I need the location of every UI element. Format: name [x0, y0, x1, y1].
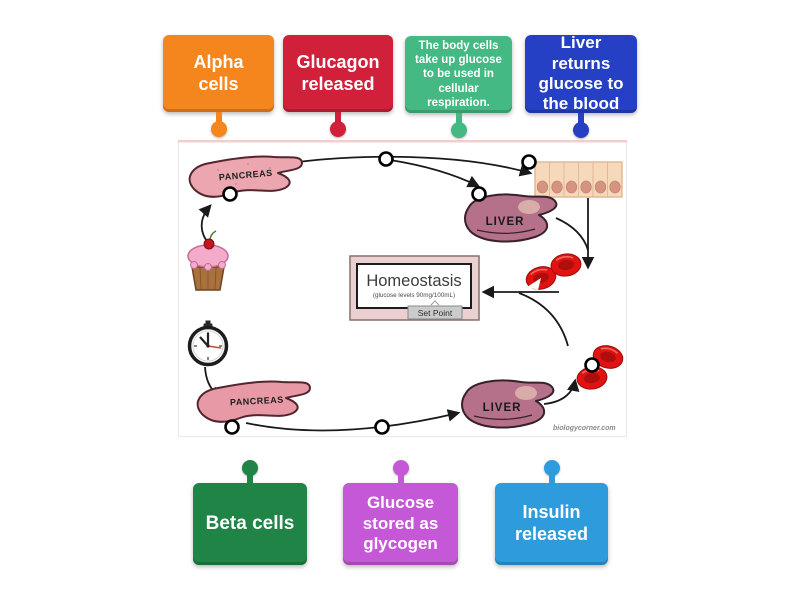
rbc-notch [527, 278, 541, 290]
label-card-liver-returns-glucose[interactable]: Liver returns glucose to the blood [525, 33, 637, 138]
pin-stem [215, 112, 222, 122]
pin-ball [392, 460, 409, 476]
label-text-liver-returns-glucose: Liver returns glucose to the blood [538, 33, 624, 114]
pancreas-top-label: PANCREAS [218, 168, 273, 183]
glucose-homeostasis-diagram: PANCREAS LIVER [178, 140, 627, 437]
label-card-alpha-cells[interactable]: Alpha cells [163, 35, 274, 137]
label-text-glucose-stored: Glucose stored as glycogen [362, 493, 439, 554]
drop-point-pancreas-top[interactable] [222, 186, 238, 202]
liver-top-label: LIVER [486, 216, 525, 228]
drop-points [222, 151, 600, 435]
label-text-alpha-cells: Alpha cells [193, 51, 244, 94]
label-text-beta-cells: Beta cells [205, 512, 295, 534]
pin-connector [242, 460, 258, 483]
label-card-insulin-released[interactable]: Insulin released [495, 460, 608, 565]
cupcake [187, 230, 229, 291]
pin-ball [210, 121, 227, 137]
clock [187, 320, 229, 367]
drop-point-pancreas-bottom[interactable] [224, 419, 240, 435]
homeostasis-subtitle: (glucose levels 90mg/100mL) [373, 292, 455, 299]
curve-liver-join [555, 217, 589, 251]
set-point-label: Set Point [418, 308, 453, 318]
pin-connector [543, 460, 560, 483]
drop-point-body-cells[interactable] [521, 154, 537, 170]
watermark-text: biologycorner.com [553, 425, 616, 432]
label-card-body-cells-respiration[interactable]: The body cells take up glucose to be use… [405, 36, 512, 138]
pin-ball [330, 121, 346, 137]
pin-ball [450, 122, 467, 138]
arrow-to-liver-top [389, 159, 481, 188]
drop-point-top-center[interactable] [378, 151, 394, 167]
pin-stem [335, 112, 341, 122]
pin-stem [455, 113, 462, 123]
pin-connector [392, 460, 409, 483]
pin-stem [247, 475, 253, 483]
pin-ball [573, 122, 589, 138]
arrow-pancreas-to-liver-bottom [245, 409, 461, 432]
drop-point-liver-top[interactable] [471, 186, 487, 202]
pancreas-top: PANCREAS [188, 155, 303, 198]
pin-connector [573, 113, 589, 138]
label-text-insulin-released: Insulin released [514, 502, 589, 544]
pin-stem [578, 113, 584, 123]
body-cells-strip [534, 161, 623, 198]
label-text-body-cells-respiration: The body cells take up glucose to be use… [415, 40, 502, 109]
label-card-glucagon-released[interactable]: Glucagon released [283, 35, 393, 137]
arrow-liver-to-blood-bottom [543, 378, 580, 405]
drop-point-bottom-center[interactable] [374, 419, 390, 435]
pin-stem [548, 475, 555, 483]
pin-ball [242, 460, 258, 476]
liver-top: LIVER [464, 193, 558, 243]
pin-stem [397, 475, 404, 483]
homeostasis-box: Homeostasis (glucose levels 90mg/100mL) … [349, 255, 480, 321]
pin-ball [543, 460, 560, 476]
set-point-caret [430, 300, 440, 306]
diagram-top-edge [178, 140, 627, 143]
pin-connector [330, 112, 346, 137]
drop-point-blood-lower[interactable] [584, 357, 600, 373]
homeostasis-title: Homeostasis [366, 272, 461, 290]
curve-to-lower-blood [518, 292, 569, 347]
label-card-glucose-stored[interactable]: Glucose stored as glycogen [343, 460, 458, 565]
liver-bottom: LIVER [461, 379, 555, 429]
pin-connector [210, 112, 227, 137]
pancreas-bottom-label: PANCREAS [230, 395, 284, 408]
arrow-cupcake-to-pancreas [198, 204, 212, 241]
label-card-beta-cells[interactable]: Beta cells [193, 460, 307, 565]
pin-connector [450, 113, 467, 138]
red-blood-cells-upper [522, 251, 584, 294]
pancreas-bottom: PANCREAS [196, 380, 311, 423]
label-text-glucagon-released: Glucagon released [296, 51, 380, 94]
liver-bottom-label: LIVER [483, 402, 522, 414]
